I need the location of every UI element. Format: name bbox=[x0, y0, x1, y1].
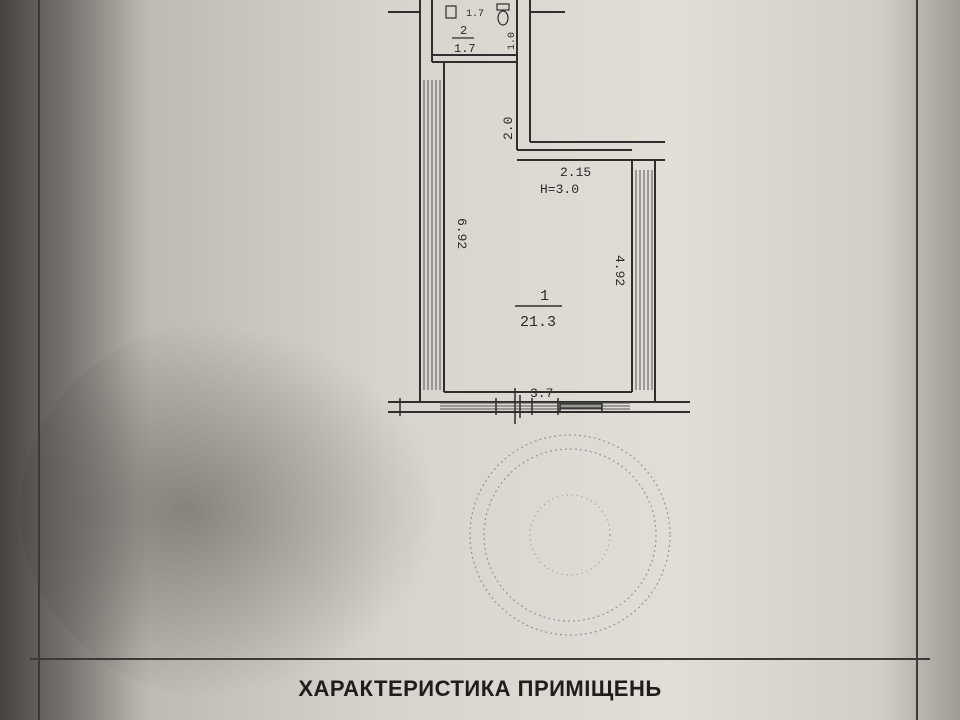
room-1-area: 21.3 bbox=[520, 314, 556, 331]
section-title: ХАРАКТЕРИСТИКА ПРИМІЩЕНЬ bbox=[298, 676, 662, 701]
step-width-dimension: 2.15 bbox=[560, 165, 591, 180]
wc-top-dimension: 1.7 bbox=[466, 9, 484, 20]
official-stamp bbox=[469, 434, 671, 636]
bottom-width-dimension: 3.7 bbox=[530, 386, 553, 401]
window-marks bbox=[399, 388, 603, 424]
left-wall-dimension: 6.92 bbox=[454, 218, 469, 249]
wall-hatching bbox=[423, 80, 653, 410]
form-divider bbox=[30, 658, 930, 660]
room-1-number: 1 bbox=[540, 288, 549, 305]
form-border bbox=[38, 0, 918, 720]
room-2-area: 1.7 bbox=[454, 42, 476, 56]
right-wall-dimension: 4.92 bbox=[612, 255, 627, 286]
plan-walls bbox=[388, 0, 690, 413]
upper-left-dimension: 2.0 bbox=[501, 117, 516, 140]
ceiling-height: H=3.0 bbox=[540, 182, 579, 197]
room-2-number: 2 bbox=[460, 24, 467, 38]
wc-side-dimension: 1.0 bbox=[507, 32, 518, 50]
shadow-blob bbox=[20, 320, 440, 700]
shadow-left bbox=[0, 0, 150, 720]
wc-fixtures bbox=[445, 3, 510, 26]
